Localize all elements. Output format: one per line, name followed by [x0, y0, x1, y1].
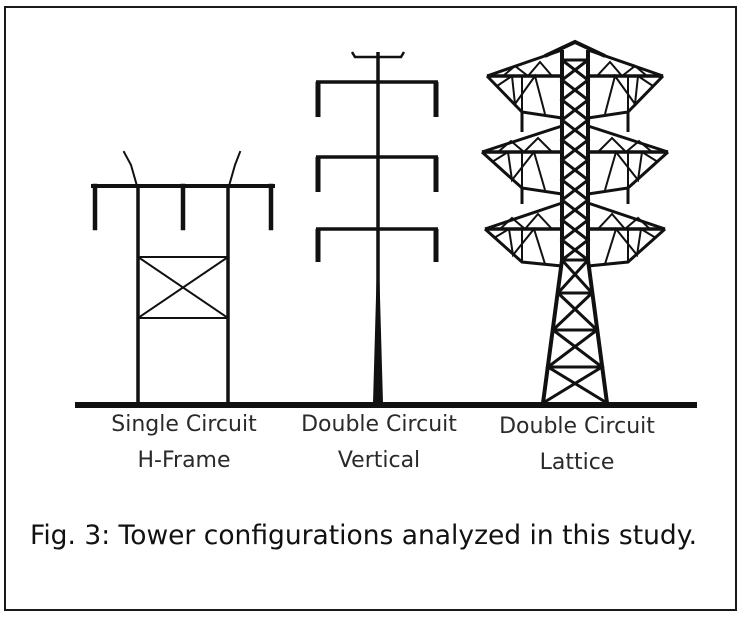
lattice-tower-icon	[480, 39, 670, 405]
tower-label-h-frame: Single Circuit H-Frame	[104, 407, 264, 479]
tower-label-lattice: Double Circuit Lattice	[486, 409, 668, 481]
tower-label-line2: Lattice	[539, 450, 615, 475]
h-frame-tower-icon	[91, 150, 275, 405]
vertical-pole-tower-icon	[315, 51, 439, 403]
tower-label-line1: Single Circuit	[111, 412, 257, 437]
figure-frame	[4, 6, 737, 611]
tower-label-line1: Double Circuit	[301, 412, 457, 437]
tower-label-line1: Double Circuit	[499, 414, 655, 439]
tower-label-vertical: Double Circuit Vertical	[288, 407, 470, 479]
tower-label-line2: Vertical	[337, 448, 421, 473]
tower-label-line2: H-Frame	[137, 448, 231, 473]
figure-caption: Fig. 3: Tower configurations analyzed in…	[30, 520, 698, 551]
